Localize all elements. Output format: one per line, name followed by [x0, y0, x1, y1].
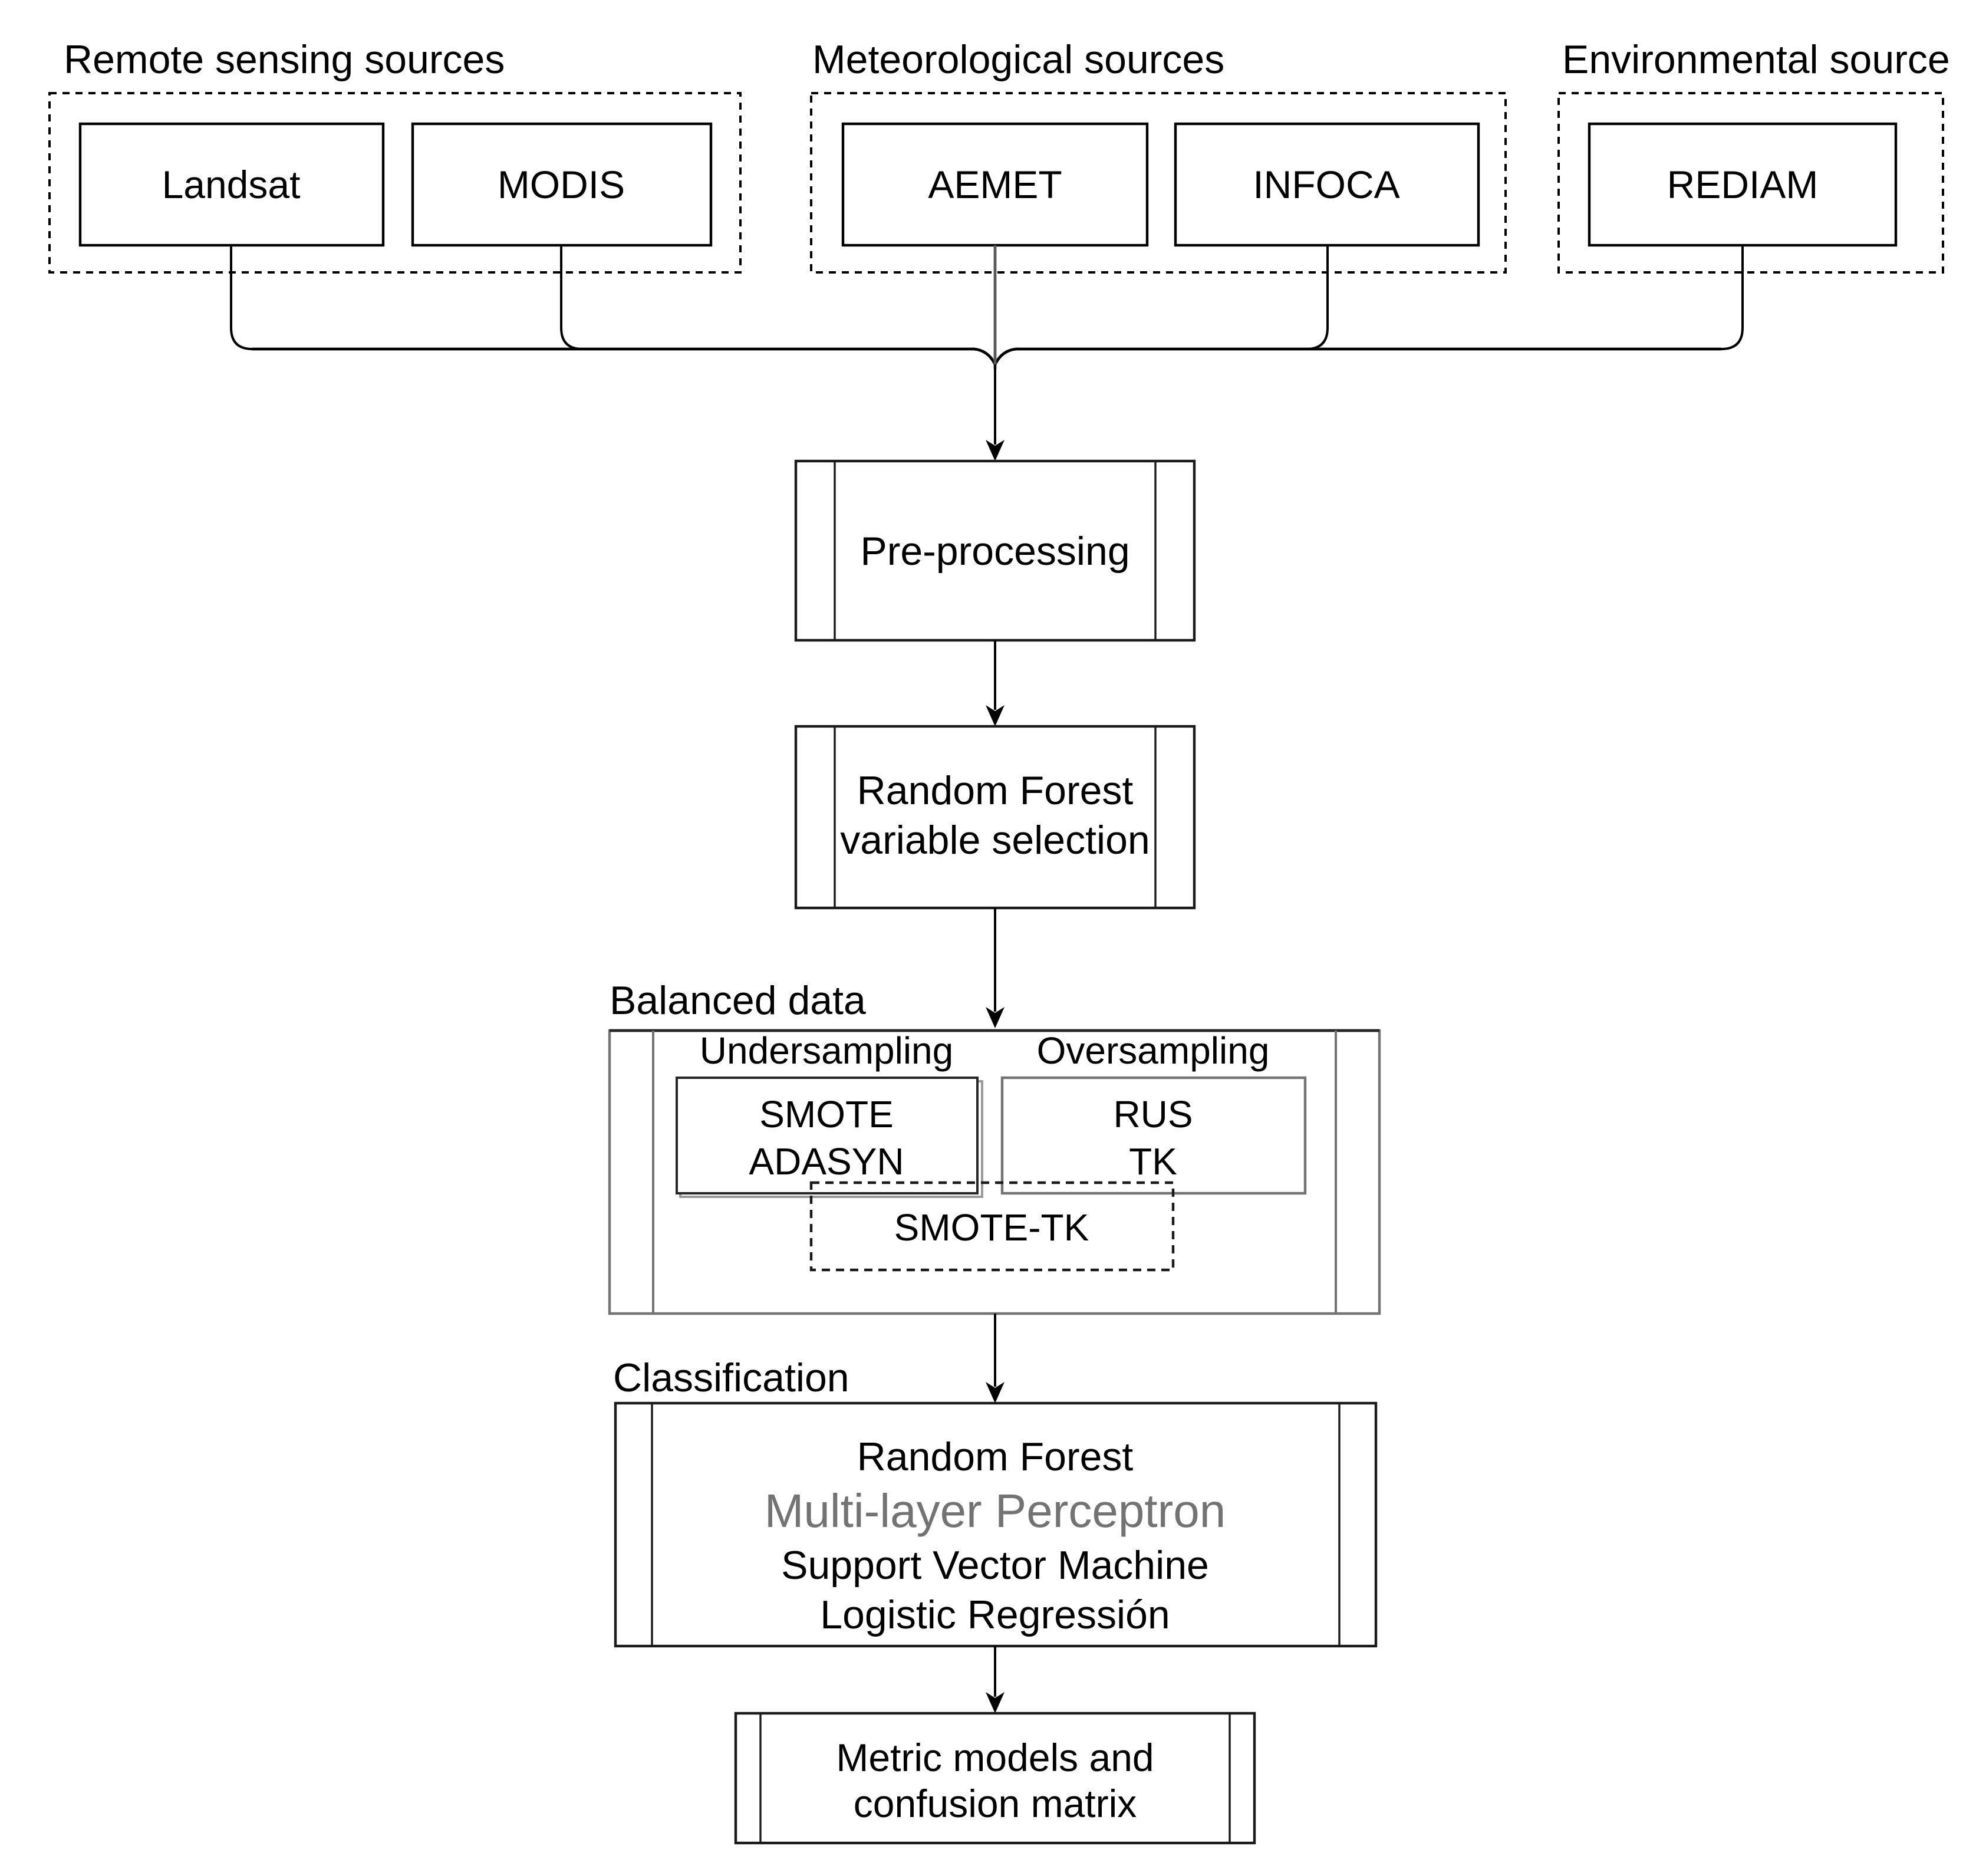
label-tk: TK [1129, 1140, 1177, 1183]
node-label-rediam: REDIAM [1667, 163, 1819, 206]
group-label-meteorological: Meteorological sources [812, 37, 1224, 82]
node-label-aemet: AEMET [928, 163, 1062, 206]
node-label-variable-selection-line1: Random Forest [857, 768, 1134, 813]
label-model-svm: Support Vector Machine [781, 1543, 1209, 1588]
node-label-infoca: INFOCA [1253, 163, 1399, 206]
node-label-preprocessing: Pre-processing [860, 529, 1129, 574]
node-preprocessing [794, 459, 1196, 642]
label-smote-tk: SMOTE-TK [894, 1206, 1089, 1249]
node-label-landsat: Landsat [162, 163, 301, 206]
arrowhead-to-variable-selection [986, 705, 1005, 726]
arrowhead-to-classification [986, 1382, 1005, 1403]
group-box-environmental [1557, 92, 1944, 274]
section-label-balanced-data: Balanced data [610, 978, 866, 1023]
arrowhead-to-preprocessing [986, 440, 1005, 461]
node-variable-selection [794, 725, 1196, 910]
connector-bus-right [993, 347, 1721, 366]
node-label-modis: MODIS [498, 163, 625, 206]
connector-landsat [230, 245, 253, 350]
label-model-logistic-regression: Logistic Regressión [820, 1592, 1170, 1637]
arrowhead-to-metrics [986, 1692, 1005, 1713]
label-smote: SMOTE [759, 1093, 894, 1136]
node-metrics [734, 1712, 1256, 1845]
node-label-variable-selection-line2: variable selection [840, 818, 1150, 863]
node-rediam [1588, 122, 1898, 247]
label-model-random-forest: Random Forest [857, 1434, 1134, 1479]
node-infoca [1174, 122, 1480, 247]
node-smote-adasyn [676, 1077, 979, 1194]
section-label-classification: Classification [613, 1355, 849, 1400]
label-metrics-line2: confusion matrix [854, 1782, 1137, 1825]
connector-rediam [1721, 245, 1744, 350]
label-adasyn: ADASYN [749, 1140, 904, 1183]
group-box-remote-sensing [48, 92, 742, 274]
label-metrics-line1: Metric models and [836, 1736, 1154, 1779]
label-model-mlp: Multi-layer Perceptron [765, 1485, 1226, 1537]
group-label-remote-sensing: Remote sensing sources [64, 37, 505, 82]
label-oversampling: Oversampling [1037, 1029, 1270, 1072]
connector-bus-left [252, 347, 997, 366]
arrowhead-to-balanced [986, 1007, 1005, 1028]
node-landsat [78, 122, 385, 247]
node-smote-tk [809, 1181, 1175, 1272]
label-rus: RUS [1113, 1093, 1193, 1136]
label-undersampling: Undersampling [700, 1029, 953, 1072]
group-label-environmental: Environmental source [1562, 37, 1950, 82]
group-box-meteorological [810, 92, 1507, 274]
node-rus-tk [1000, 1076, 1307, 1195]
node-aemet [841, 122, 1149, 247]
node-classification [614, 1401, 1378, 1648]
